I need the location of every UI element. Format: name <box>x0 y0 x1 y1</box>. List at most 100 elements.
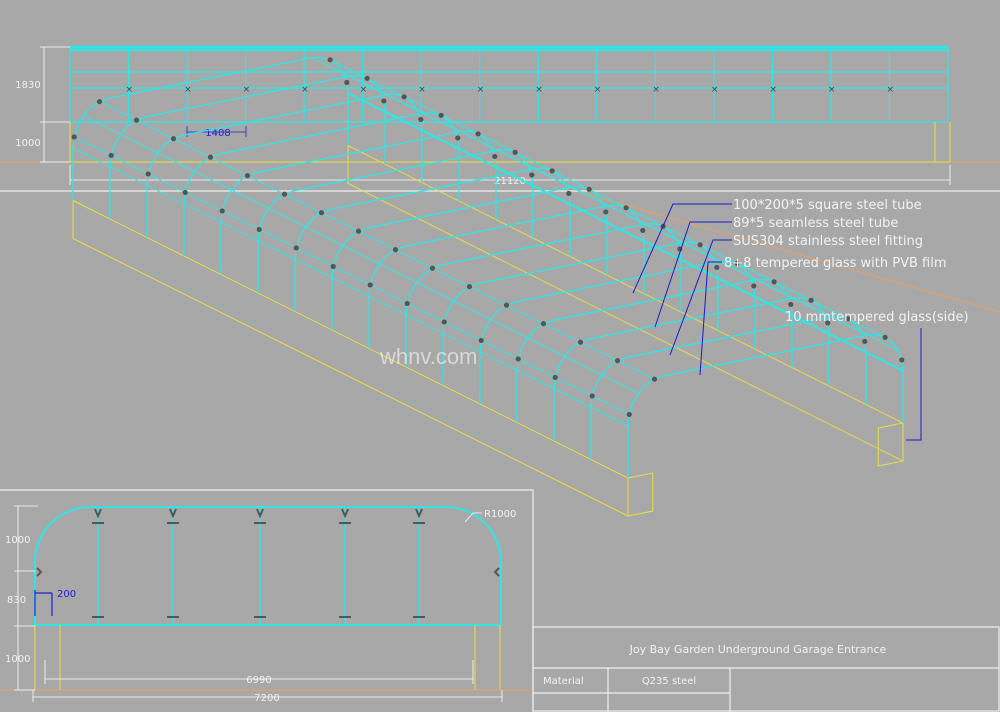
callout-laminated-glass: 8+8 tempered glass with PVB film <box>724 256 947 271</box>
fitting-node <box>549 168 555 174</box>
section-dimensions: R1000 1000 830 1000 200 6990 7200 <box>5 509 516 704</box>
fitting-icon: × <box>535 85 543 95</box>
fitting-node <box>318 210 325 216</box>
fitting-node <box>438 112 444 118</box>
fitting-icon: × <box>360 85 368 95</box>
fitting-node <box>404 300 410 307</box>
side-elevation: ×××××××××××××× <box>69 45 951 163</box>
fitting-node <box>714 264 720 271</box>
canopy-rib <box>479 260 756 404</box>
dim-elevation-height-upper: 1830 <box>15 80 40 91</box>
fitting-node <box>529 172 535 178</box>
longitudinal-tube <box>73 136 630 415</box>
fitting-icon: × <box>418 85 426 95</box>
fitting-node <box>429 265 436 271</box>
fitting-node <box>751 283 757 289</box>
callout-square-tube: 100*200*5 square steel tube <box>733 198 922 213</box>
canopy-rib <box>220 130 497 275</box>
fitting-node <box>108 152 114 159</box>
canopy-rib <box>183 112 460 256</box>
isometric-canopy-view <box>71 56 905 517</box>
fitting-node <box>392 247 399 253</box>
fitting-node <box>845 316 851 322</box>
fitting-node <box>589 393 595 399</box>
elevation-dimensions <box>40 46 951 185</box>
fitting-node <box>293 245 299 251</box>
fitting-node <box>207 154 214 160</box>
longitudinal-tube <box>347 92 904 372</box>
longitudinal-tube <box>99 101 655 380</box>
canopy-rib <box>72 56 349 201</box>
fitting-node <box>492 153 498 160</box>
fitting-node <box>862 338 868 345</box>
dim-arc-height: 1000 <box>5 535 30 546</box>
fitting-node <box>697 242 703 248</box>
dim-total-length: 21120 <box>494 176 526 187</box>
canopy-rib <box>627 334 904 478</box>
fitting-icon: × <box>886 85 894 95</box>
fitting-node <box>899 357 905 363</box>
fitting-node <box>552 374 558 381</box>
fitting-node <box>170 136 177 142</box>
fitting-icon: × <box>126 85 134 95</box>
fitting-node <box>330 263 336 270</box>
fitting-icon: × <box>594 85 602 95</box>
base-end-left <box>627 472 654 517</box>
fitting-node <box>256 226 262 233</box>
canopy-rib <box>146 93 423 238</box>
canopy-rib <box>368 204 645 349</box>
fitting-node <box>355 228 362 234</box>
callout-fitting: SUS304 stainless steel fitting <box>733 234 923 249</box>
callout-leaders <box>632 203 922 441</box>
fitting-node <box>788 301 794 308</box>
dim-base-height: 1000 <box>5 654 30 665</box>
canopy-rib <box>590 315 867 460</box>
dim-bay-spacing: 1408 <box>205 128 230 139</box>
fitting-icon: × <box>477 85 485 95</box>
fitting-node <box>466 284 473 290</box>
fitting-node <box>515 356 521 362</box>
fitting-node <box>771 279 777 285</box>
fitting-node <box>401 94 407 100</box>
dim-offset: 200 <box>57 589 76 600</box>
fitting-node <box>418 116 424 123</box>
base-end-right <box>877 422 904 467</box>
fitting-node <box>825 320 831 326</box>
fitting-node <box>478 337 484 344</box>
canopy-rib <box>294 167 571 312</box>
fitting-node <box>455 135 461 141</box>
sheet-borders <box>0 190 1000 712</box>
canopy-rib <box>405 223 682 367</box>
material-label: Material <box>543 676 584 687</box>
dim-elevation-height-lower: 1000 <box>15 138 40 149</box>
fitting-node <box>219 208 225 214</box>
fitting-node <box>651 376 658 382</box>
canopy-rib <box>109 75 386 219</box>
callout-side-glass: 10 mmtempered glass(side) <box>785 310 969 325</box>
dim-inner-width: 6990 <box>246 675 271 686</box>
fitting-node <box>133 117 140 123</box>
fitting-node <box>475 131 481 137</box>
canopy-rib <box>553 297 830 441</box>
fitting-node <box>96 99 103 105</box>
fitting-node <box>734 260 740 266</box>
longitudinal-tube <box>72 147 629 427</box>
fitting-icon: × <box>243 85 251 95</box>
elevation-base <box>69 122 951 163</box>
callout-labels: 100*200*5 square steel tube 89*5 seamles… <box>724 198 969 325</box>
fitting-node <box>367 282 373 288</box>
fitting-node <box>281 191 288 197</box>
fitting-node <box>503 302 510 308</box>
fitting-node <box>512 149 518 155</box>
fitting-node <box>626 411 632 418</box>
fitting-node <box>808 297 814 303</box>
fitting-node <box>441 319 447 325</box>
fitting-node <box>603 209 609 215</box>
fitting-node <box>882 334 888 340</box>
fitting-node <box>586 186 592 192</box>
dim-radius: R1000 <box>484 509 516 520</box>
fitting-node <box>566 190 572 197</box>
fitting-icon: × <box>184 85 192 95</box>
